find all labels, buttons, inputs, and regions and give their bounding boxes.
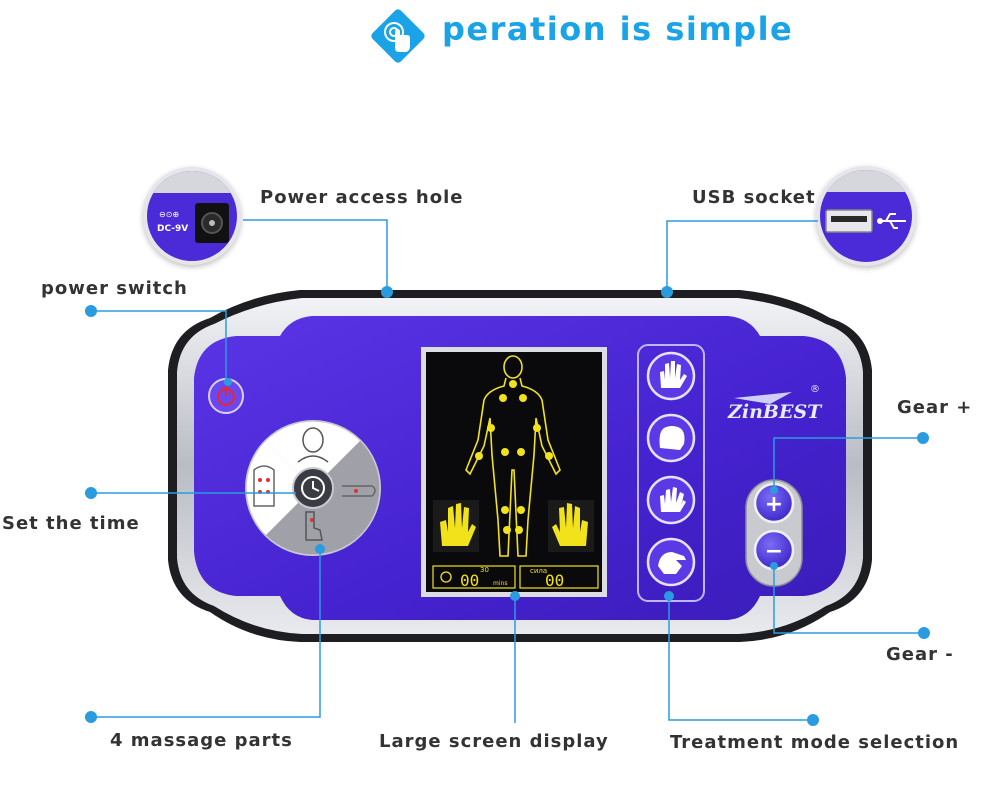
mode-button-4[interactable] <box>646 537 696 587</box>
label-treatment-mode-selection: Treatment mode selection <box>670 732 960 753</box>
svg-text:⊖⊙⊕: ⊖⊙⊕ <box>159 210 179 219</box>
mode-button-2[interactable] <box>646 413 696 463</box>
timer-preset: 30 <box>480 566 489 574</box>
svg-text:DC-9V: DC-9V <box>157 224 188 234</box>
minus-icon: − <box>765 539 783 564</box>
label-gear-minus: Gear - <box>886 644 954 665</box>
power-jack-icon: ⊖⊙⊕ DC-9V <box>147 171 237 243</box>
leg-icon <box>305 511 323 541</box>
arm-icon <box>342 485 376 497</box>
plus-icon: + <box>765 492 783 517</box>
label-massage-parts: 4 massage parts <box>110 730 293 751</box>
press-hand-icon <box>660 487 686 512</box>
back-icon <box>253 465 275 507</box>
timer-unit: mins <box>493 580 507 587</box>
label-power-access-hole: Power access hole <box>260 187 464 208</box>
fist-icon <box>659 426 685 450</box>
head-icon <box>302 427 324 453</box>
level-label: сила <box>530 567 547 575</box>
brand-logo: ZinBEST <box>727 401 823 423</box>
level-value: 00 <box>545 571 564 590</box>
body-figure <box>465 355 561 557</box>
label-large-screen-display: Large screen display <box>379 731 609 752</box>
timer-clock-icon <box>440 571 452 583</box>
massage-part-dial[interactable] <box>245 420 381 556</box>
usb-socket-inset <box>816 166 916 266</box>
open-hand-icon <box>660 361 687 388</box>
touch-hand-icon <box>371 9 425 63</box>
knead-hand-icon <box>658 552 686 574</box>
header-title: peration is simple <box>442 10 794 48</box>
power-jack-inset: ⊖⊙⊕ DC-9V <box>143 167 241 265</box>
usb-icon <box>877 213 906 229</box>
lcd-screen: 00 30 mins сила 00 <box>421 347 607 597</box>
label-gear-plus: Gear + <box>897 397 973 418</box>
acupoint-markers <box>475 380 553 534</box>
label-power-switch: power switch <box>41 278 188 299</box>
mode-button-1[interactable] <box>646 351 696 401</box>
label-set-the-time: Set the time <box>2 513 140 534</box>
timer-value: 00 <box>460 571 479 590</box>
hand-right-icon <box>548 500 594 552</box>
label-usb-socket: USB socket <box>692 187 816 208</box>
registered-mark: ® <box>810 384 820 395</box>
clock-icon <box>301 476 325 500</box>
hand-left-icon <box>433 500 479 552</box>
mode-button-3[interactable] <box>646 475 696 525</box>
